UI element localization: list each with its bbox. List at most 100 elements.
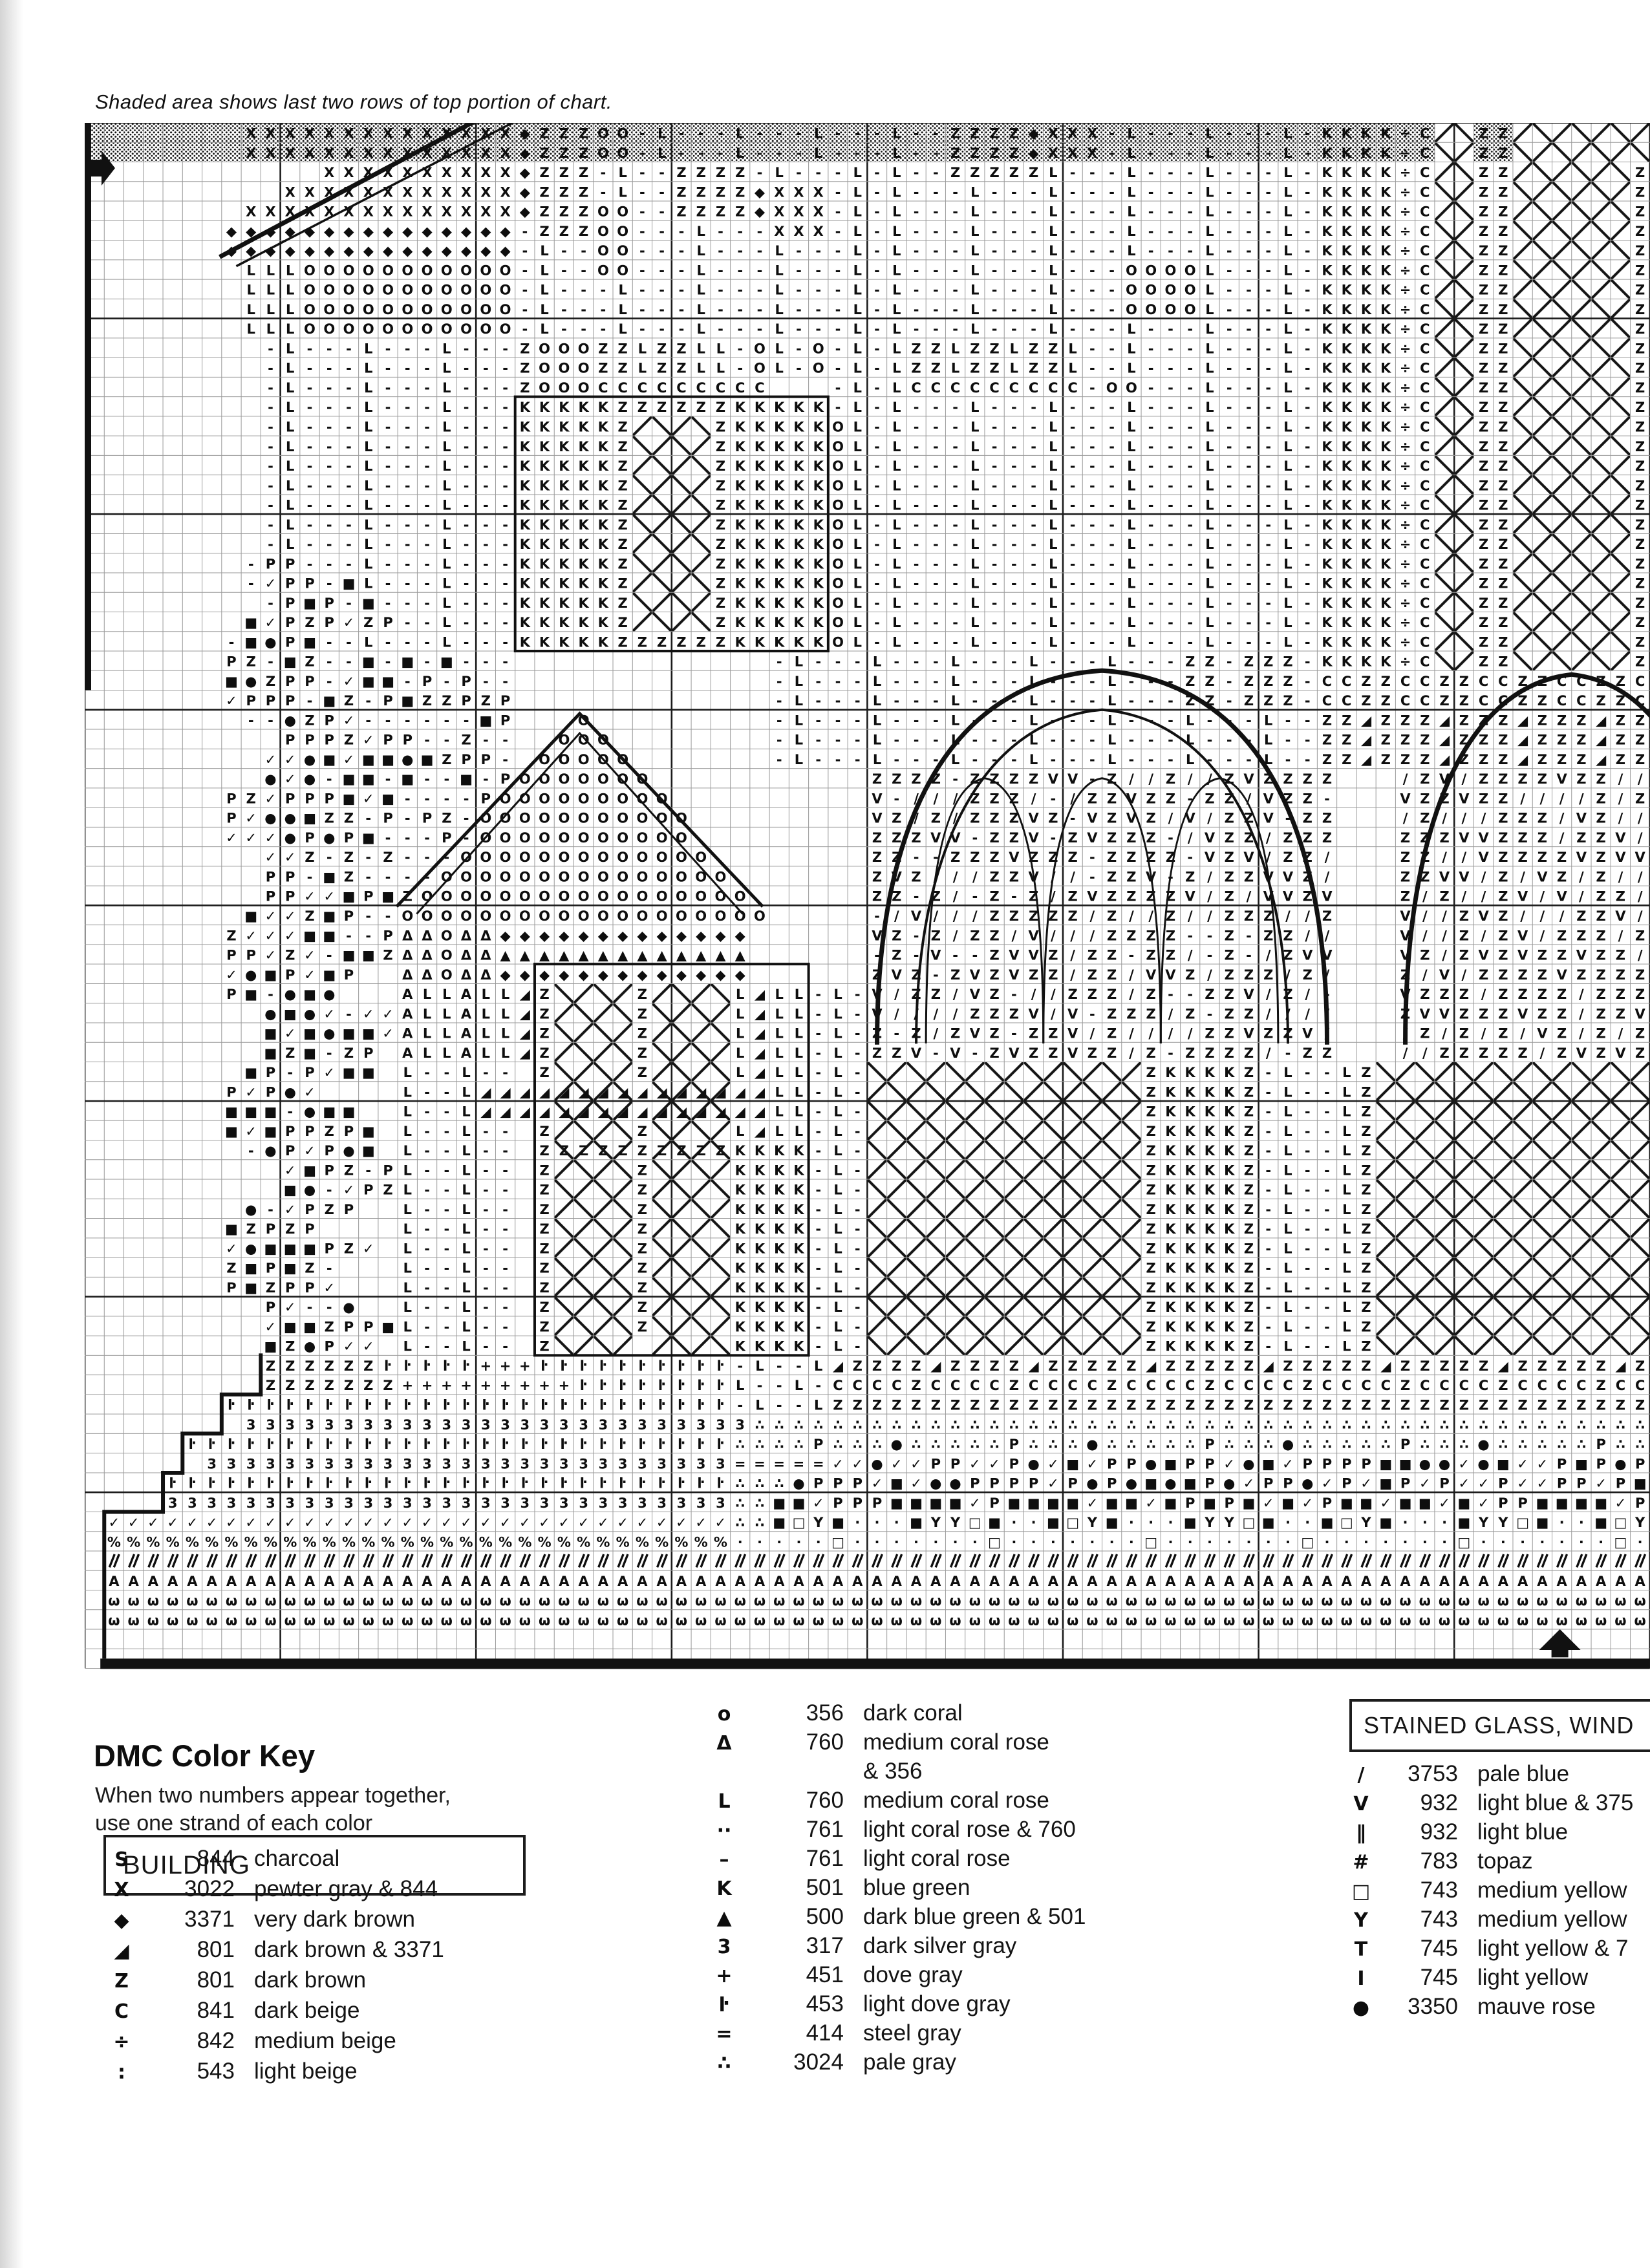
svg-text:-: - [424,576,430,592]
svg-text:ŀ: ŀ [541,1358,548,1374]
svg-text:Z: Z [1146,1221,1156,1237]
svg-text:■: ■ [284,1006,297,1022]
svg-text:-: - [1246,478,1252,493]
svg-text:-: - [405,830,411,846]
svg-text:L: L [442,615,451,630]
svg-text:ω: ω [1008,1593,1020,1609]
svg-text:-: - [972,752,978,767]
svg-text:Z: Z [618,576,628,592]
svg-text:Z: Z [1635,498,1645,513]
svg-text:-: - [1051,693,1056,709]
svg-text:C: C [1420,537,1430,552]
svg-text:-: - [1187,987,1193,1002]
svg-text:ŀ: ŀ [717,1378,725,1393]
svg-text:O: O [617,204,628,220]
svg-text:ω: ω [128,1612,140,1628]
svg-text:V: V [950,1045,961,1061]
svg-text:L: L [814,126,822,142]
svg-text:L: L [696,341,705,356]
svg-text:Y: Y [1204,1515,1215,1530]
svg-text:✓: ✓ [1419,1476,1431,1492]
svg-text:3: 3 [246,1417,256,1433]
svg-text:ω: ω [284,1593,296,1609]
svg-text:Z: Z [1479,576,1488,592]
key-symbol: □ [1351,1880,1371,1903]
svg-text:P: P [246,693,256,709]
svg-text:Z: Z [1479,634,1488,650]
svg-text:●: ● [264,1006,276,1022]
svg-text:✓: ✓ [1517,1456,1528,1471]
svg-text:K: K [1165,1300,1176,1315]
svg-text:Z: Z [1068,1358,1078,1374]
svg-text:3: 3 [638,1456,647,1471]
svg-text:A: A [1107,1574,1118,1589]
svg-text:Δ: Δ [402,948,413,963]
svg-text:C: C [1067,1378,1077,1393]
svg-text:L: L [736,1045,744,1061]
svg-text:Z: Z [1459,1398,1469,1413]
svg-text:-: - [933,634,939,650]
svg-text:-: - [444,1221,449,1237]
svg-text:◢: ◢ [1615,1358,1626,1374]
svg-text:✓: ✓ [343,615,355,630]
svg-text:-: - [1031,556,1036,572]
svg-text:-: - [1031,302,1036,317]
svg-text:O: O [558,752,570,767]
svg-text:■: ■ [831,1515,844,1530]
svg-text:-: - [248,576,254,592]
svg-text:Z: Z [1635,634,1645,650]
svg-text:C: C [638,380,647,396]
svg-text:K: K [578,439,589,455]
svg-text:L: L [853,400,862,415]
svg-text:✓: ✓ [343,752,355,767]
svg-text:Z: Z [383,850,392,865]
svg-text:-: - [1168,361,1173,376]
svg-text:L: L [833,1026,842,1042]
svg-text:Z: Z [1146,1398,1156,1413]
svg-text:K: K [539,439,550,455]
svg-text:L: L [1049,262,1057,278]
svg-text:◢: ◢ [1517,712,1528,728]
svg-text:L: L [833,1084,842,1100]
svg-text:ω: ω [284,1612,296,1628]
svg-text:-: - [855,1221,861,1237]
svg-text:P: P [266,693,275,709]
svg-text:Z: Z [1126,889,1136,904]
svg-text:-: - [1148,145,1154,161]
svg-text:✓: ✓ [676,1515,687,1530]
svg-text:Z: Z [1244,1300,1254,1315]
color-name: topaz [1477,1848,1533,1874]
svg-text:-: - [972,654,978,670]
svg-text:-: - [483,439,489,455]
svg-text:%: % [518,1534,531,1550]
svg-text:-: - [1168,420,1173,435]
svg-text:V: V [1556,967,1567,983]
svg-text:-: - [424,1143,430,1159]
svg-text:O: O [578,752,590,767]
svg-text:L: L [853,420,862,435]
svg-text:Z: Z [1342,1358,1351,1374]
svg-text:/: / [1559,811,1565,826]
svg-text:·: · [953,1534,958,1550]
svg-text:-: - [1305,478,1311,493]
svg-text:-: - [1070,283,1076,298]
svg-text:K: K [1361,498,1372,513]
svg-text:=: = [813,1456,824,1471]
svg-text:-: - [855,752,861,767]
svg-text:Z: Z [618,556,628,572]
svg-text:Z: Z [1498,400,1508,415]
svg-text:-: - [737,243,743,259]
svg-text:◆: ◆ [246,224,257,239]
svg-text:K: K [598,439,609,455]
svg-text:-: - [1187,341,1193,356]
svg-text:-: - [1148,243,1154,259]
svg-text:-: - [1246,361,1252,376]
svg-text:V: V [1205,830,1216,846]
svg-text:-: - [424,1202,430,1217]
svg-text:O: O [539,850,550,865]
svg-text:-: - [385,595,391,611]
svg-text:·: · [1207,1534,1212,1550]
svg-text:3: 3 [540,1495,550,1511]
svg-text:-: - [1168,537,1173,552]
svg-text:◆: ◆ [755,184,766,200]
